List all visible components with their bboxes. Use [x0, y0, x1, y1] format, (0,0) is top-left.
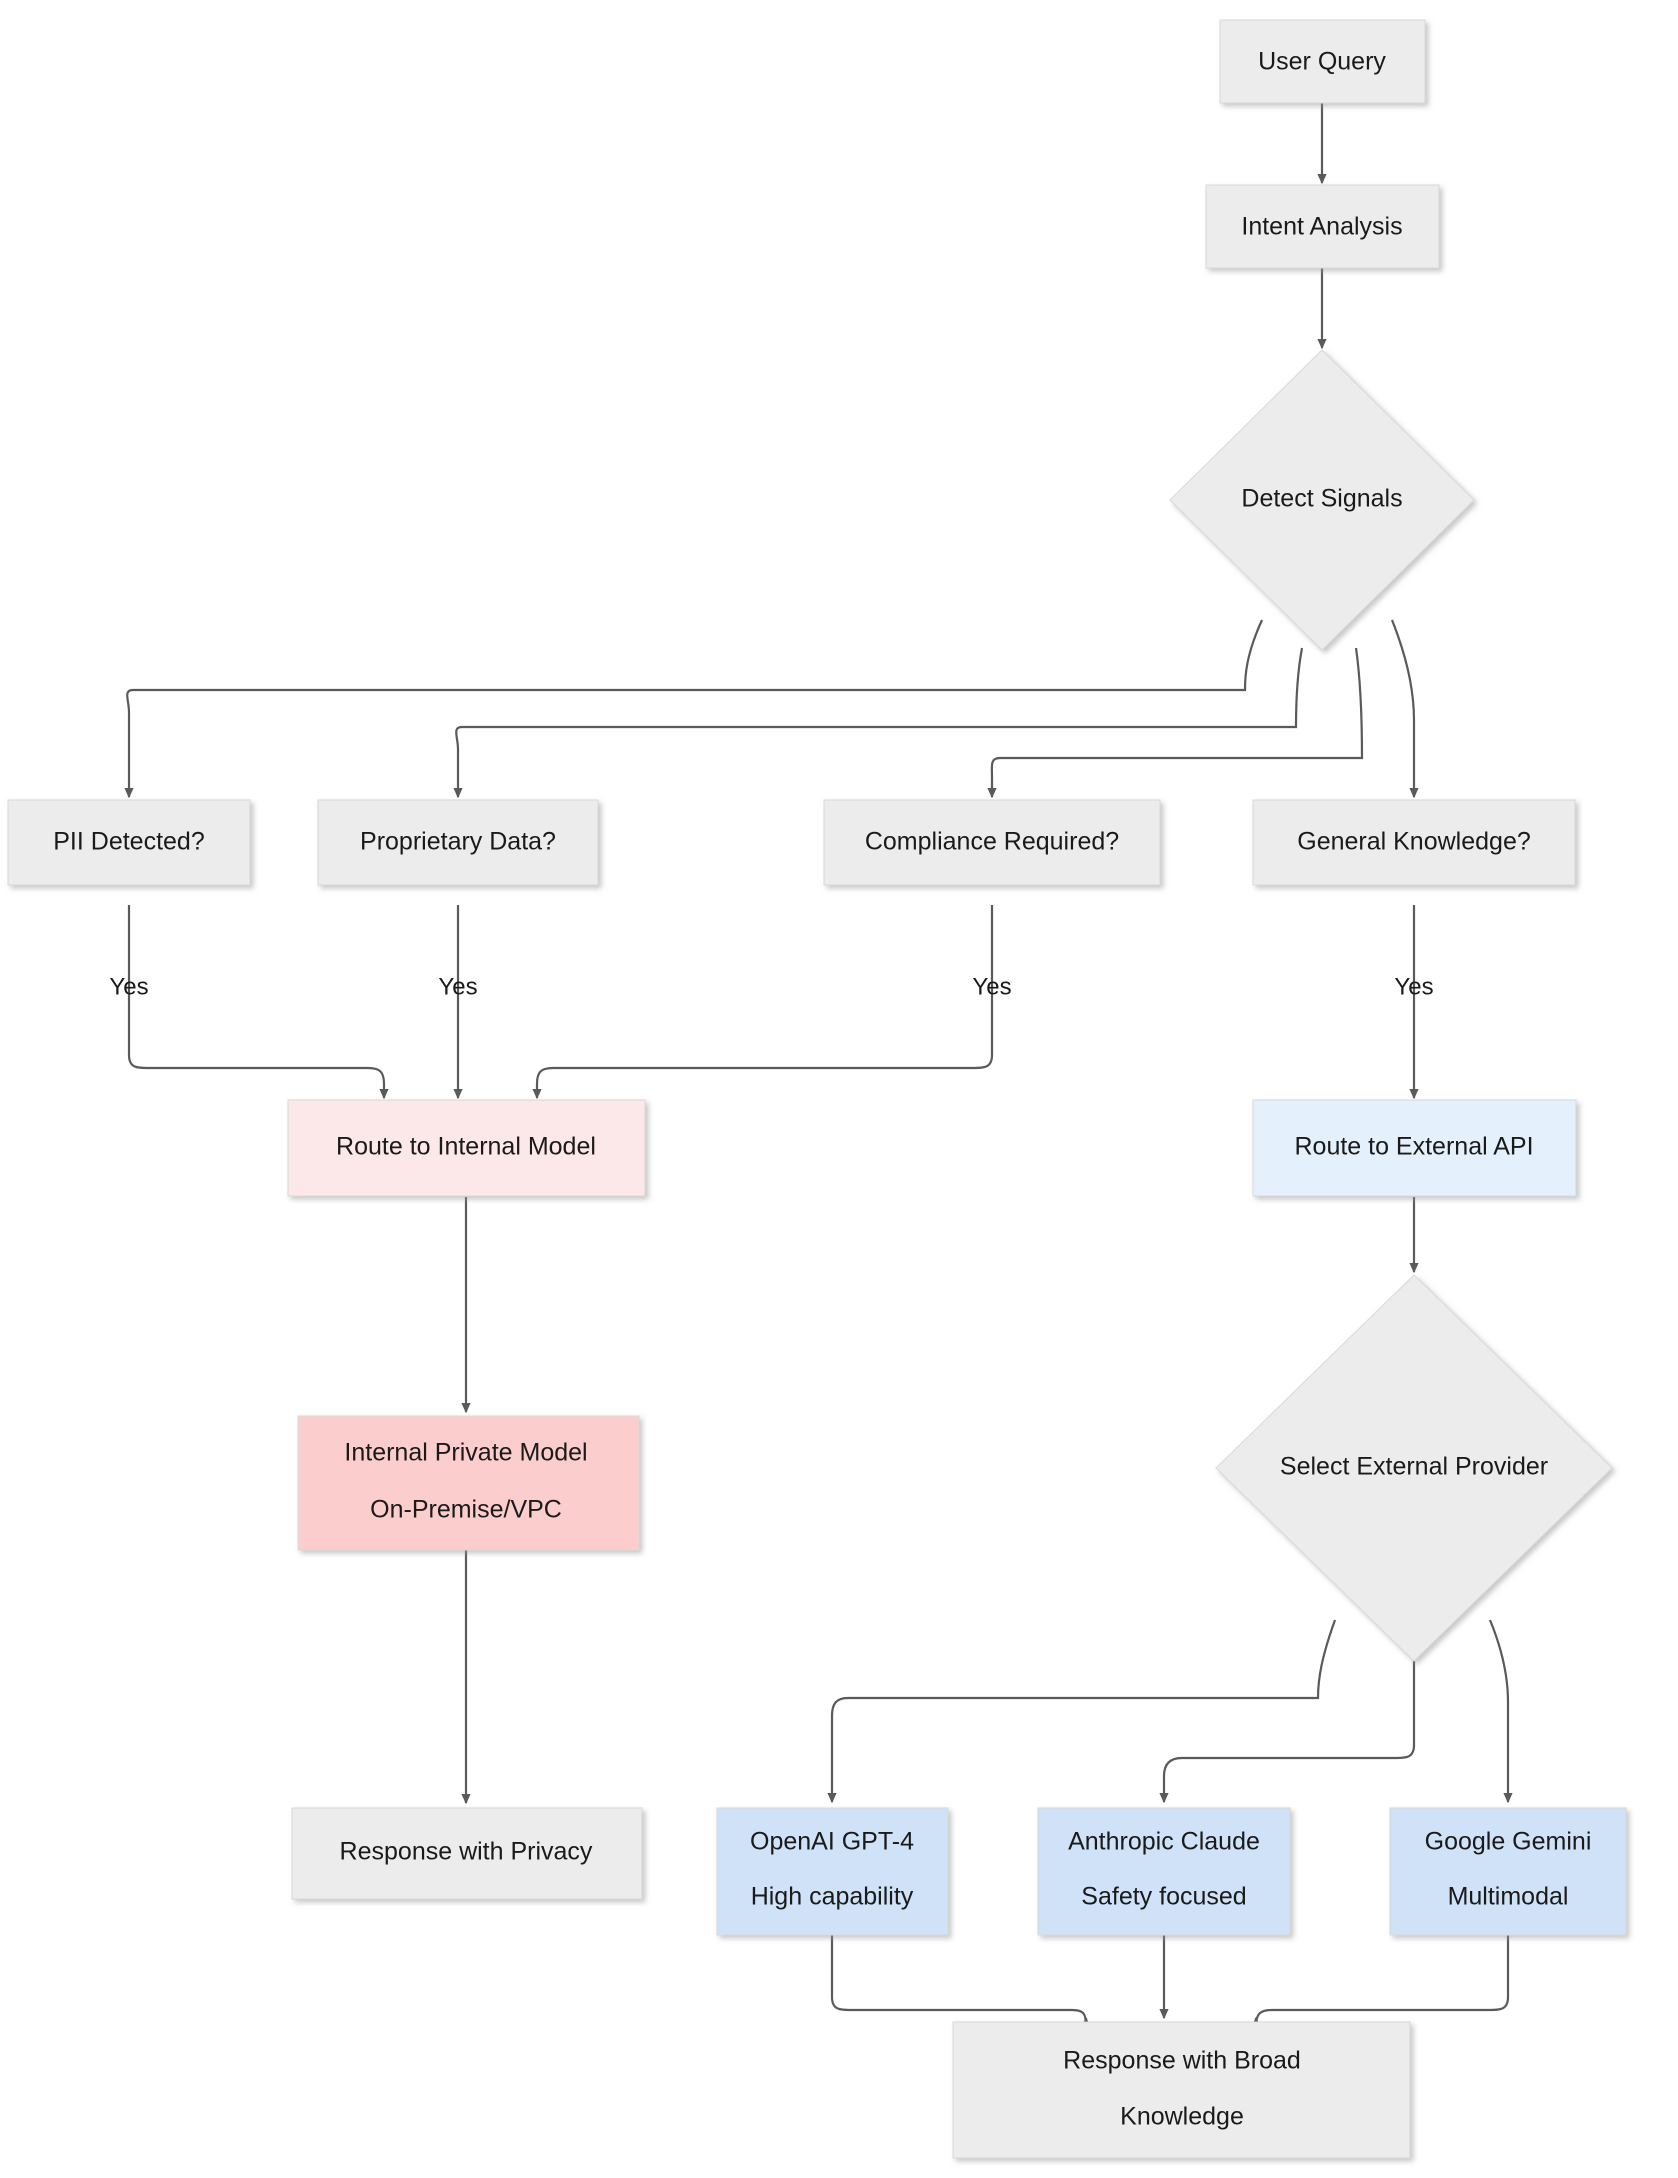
node-general-knowledge-label: General Knowledge? — [1297, 828, 1531, 856]
node-layer: User Query Intent Analysis Detect Signal… — [7, 19, 1627, 2159]
edge-gemini-to-response-broad — [1251, 1935, 1510, 2028]
node-general-knowledge[interactable]: General Knowledge? — [1252, 799, 1576, 886]
edge-detect-to-general — [1390, 619, 1419, 799]
node-route-internal-label: Route to Internal Model — [336, 1133, 596, 1161]
edge-select-to-anthropic — [1159, 1661, 1416, 1804]
edge-label-pii-yes: Yes — [109, 973, 148, 1000]
node-response-broad-knowledge-label-2: Knowledge — [1120, 2103, 1244, 2131]
node-detect-signals[interactable]: Detect Signals — [1169, 349, 1475, 651]
node-internal-private-model-label-2: On-Premise/VPC — [370, 1496, 562, 1524]
node-response-privacy[interactable]: Response with Privacy — [291, 1807, 643, 1900]
node-response-broad-knowledge-label-1: Response with Broad — [1063, 2047, 1301, 2075]
node-general-knowledge-box[interactable] — [1252, 799, 1576, 886]
node-response-privacy-box[interactable] — [291, 1807, 643, 1900]
node-pii-detected-label: PII Detected? — [53, 828, 204, 856]
node-response-broad-knowledge[interactable]: Response with Broad Knowledge — [952, 2021, 1411, 2159]
node-compliance-required-box[interactable] — [823, 799, 1161, 886]
edge-select-to-gemini — [1488, 1619, 1513, 1804]
node-anthropic-claude-label-2: Safety focused — [1081, 1883, 1246, 1911]
node-proprietary-data[interactable]: Proprietary Data? — [317, 799, 599, 886]
node-route-external-box[interactable] — [1252, 1099, 1577, 1197]
node-google-gemini-box[interactable] — [1389, 1807, 1627, 1936]
node-google-gemini-label-2: Multimodal — [1448, 1883, 1569, 1911]
edge-compliance-yes-to-internal — [532, 905, 994, 1100]
edge-label-compliance-yes: Yes — [972, 973, 1011, 1000]
node-response-privacy-label: Response with Privacy — [340, 1838, 593, 1866]
edge-detect-to-proprietary — [453, 647, 1304, 799]
node-openai-gpt4-label-2: High capability — [751, 1883, 914, 1911]
node-route-external-label: Route to External API — [1294, 1133, 1533, 1161]
node-openai-gpt4-label-1: OpenAI GPT-4 — [750, 1828, 914, 1856]
node-openai-gpt4-box[interactable] — [716, 1807, 949, 1936]
node-anthropic-claude-box[interactable] — [1037, 1807, 1291, 1936]
node-google-gemini-label-1: Google Gemini — [1425, 1828, 1592, 1856]
node-proprietary-data-label: Proprietary Data? — [360, 828, 556, 856]
node-internal-private-model-box[interactable] — [297, 1415, 640, 1551]
edge-select-to-openai — [827, 1619, 1337, 1804]
edge-detect-to-compliance — [987, 647, 1364, 799]
edge-label-layer: Yes Yes Yes Yes — [109, 973, 1433, 1000]
node-route-internal[interactable]: Route to Internal Model — [287, 1099, 646, 1197]
node-user-query-box[interactable] — [1219, 19, 1426, 104]
node-detect-signals-label: Detect Signals — [1241, 485, 1402, 513]
node-user-query-label: User Query — [1258, 48, 1386, 76]
node-select-external-provider[interactable]: Select External Provider — [1215, 1274, 1613, 1662]
node-user-query[interactable]: User Query — [1219, 19, 1426, 104]
node-intent-analysis-box[interactable] — [1205, 184, 1440, 269]
node-anthropic-claude[interactable]: Anthropic Claude Safety focused — [1037, 1807, 1291, 1936]
node-internal-private-model-label-1: Internal Private Model — [344, 1439, 587, 1467]
node-route-external[interactable]: Route to External API — [1252, 1099, 1577, 1197]
node-compliance-required-label: Compliance Required? — [865, 828, 1119, 856]
edge-layer — [124, 103, 1513, 2028]
node-google-gemini[interactable]: Google Gemini Multimodal — [1389, 1807, 1627, 1936]
edge-pii-yes-to-internal — [127, 905, 389, 1100]
node-pii-detected-box[interactable] — [7, 799, 251, 886]
node-route-internal-box[interactable] — [287, 1099, 646, 1197]
node-select-external-provider-label: Select External Provider — [1280, 1453, 1548, 1481]
node-openai-gpt4[interactable]: OpenAI GPT-4 High capability — [716, 1807, 949, 1936]
edge-detect-to-pii — [124, 619, 1264, 799]
node-anthropic-claude-label-1: Anthropic Claude — [1068, 1828, 1260, 1856]
node-intent-analysis[interactable]: Intent Analysis — [1205, 184, 1440, 269]
node-intent-analysis-label: Intent Analysis — [1241, 213, 1402, 241]
node-pii-detected[interactable]: PII Detected? — [7, 799, 251, 886]
node-select-external-provider-shape[interactable] — [1215, 1274, 1613, 1662]
edge-label-general-yes: Yes — [1394, 973, 1433, 1000]
node-detect-signals-shape[interactable] — [1169, 349, 1475, 651]
node-response-broad-knowledge-box[interactable] — [952, 2021, 1411, 2159]
node-compliance-required[interactable]: Compliance Required? — [823, 799, 1161, 886]
edge-label-proprietary-yes: Yes — [438, 973, 477, 1000]
edge-openai-to-response-broad — [830, 1935, 1091, 2028]
node-proprietary-data-box[interactable] — [317, 799, 599, 886]
node-internal-private-model[interactable]: Internal Private Model On-Premise/VPC — [297, 1415, 640, 1551]
